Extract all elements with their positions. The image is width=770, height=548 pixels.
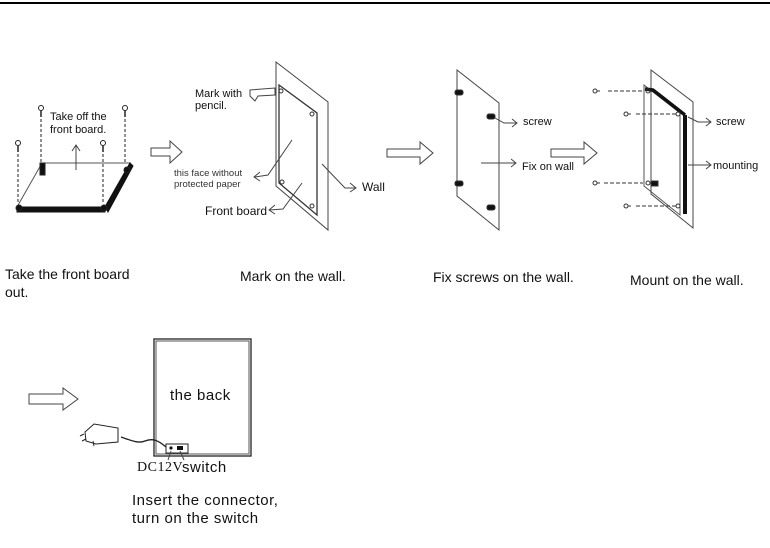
arrow-right-icon [705,117,712,127]
front-board-label: Front board [205,204,268,218]
switch-label: switch [182,459,227,476]
standoff [39,162,46,176]
arrow-right-icon [550,140,598,166]
leader-line [321,163,356,189]
wall-panel [456,68,500,232]
standoff [100,204,108,212]
face-without-paper-line2: protected paper [174,179,241,190]
back-panel [155,340,250,455]
arrow-right-icon [705,160,712,170]
screw-icon [100,140,106,204]
step-3-illustration [454,68,518,232]
dc-port-icon [169,446,173,450]
screw-icon [623,111,676,117]
dc12v-label: DC12V [137,460,184,475]
step-4-caption: Mount on the wall. [630,272,744,288]
screw-icon [454,180,464,187]
leader-line [687,116,711,123]
arrow-up-icon [71,144,81,170]
step-5-illustration [79,338,252,461]
leader-line [167,450,172,461]
arrow-right-icon [150,139,183,165]
the-back-label: the back [170,387,231,404]
screw-icon [122,105,128,163]
wall-label: Wall [362,180,385,194]
mark-point [309,203,315,209]
pointer-arrow [249,87,276,102]
leader-line [179,450,185,461]
screw-icon [486,113,496,120]
step-2-illustration [249,60,357,232]
arrow-right-icon [349,182,357,193]
screw-hole [645,180,651,186]
screw-icon [623,203,676,209]
port-box [165,443,189,454]
arrow-right-icon [386,140,434,166]
leader-line [269,182,303,211]
step-1-caption-line2: out. [5,284,29,300]
leader-line [494,117,517,124]
screw-label: screw [523,116,552,128]
board-edge [16,206,106,213]
step-5-caption-line2: turn on the switch [132,510,259,527]
arrow-right-icon [510,158,517,168]
take-off-label-line2: front board. [50,124,107,136]
step-5-caption-line1: Insert the connector, [132,492,279,509]
mark-point [279,179,285,185]
face-without-paper-line1: this face without [174,168,243,179]
fix-on-wall-label: Fix on wall [522,161,574,173]
mounting-label: mounting [713,160,759,172]
front-board-outline [278,83,318,217]
power-cable [120,436,167,448]
screw-icon [486,204,496,211]
screw-icon [592,180,643,186]
power-adapter-icon [79,423,119,447]
back-panel-frame [153,338,252,457]
mark-with-pencil-line2: pencil. [195,100,227,112]
mark-point [278,88,284,94]
screw-icon [38,105,44,162]
mark-with-pencil-line1: Mark with [195,88,243,100]
top-border-line [0,2,770,4]
step-1-caption-line1: Take the front board [5,266,130,282]
standoff [15,204,23,212]
screw-icon [592,88,643,94]
wall-panel [650,68,694,230]
step-1-illustration [15,105,134,214]
switch-icon [177,446,183,450]
leader-line [254,139,293,178]
arrow-right-icon [511,118,518,128]
board-edge-side [104,162,134,214]
arrow-left-icon [268,204,276,215]
step-4-illustration [592,68,712,230]
step-2-caption: Mark on the wall. [240,268,346,284]
standoff [123,166,131,174]
step-3-caption: Fix screws on the wall. [433,269,574,285]
arrow-right-icon [28,387,79,411]
arrow-left-icon [253,171,261,182]
mark-point [309,111,315,117]
screw-hole [675,203,681,209]
screw-hole [675,111,681,117]
screw-label: screw [716,116,745,128]
screw-icon [15,140,21,204]
take-off-label-line1: Take off the [50,111,107,123]
screw-icon [454,89,464,96]
screw-icon [650,180,659,187]
screw-hole [645,88,651,94]
wall-panel [275,60,329,232]
